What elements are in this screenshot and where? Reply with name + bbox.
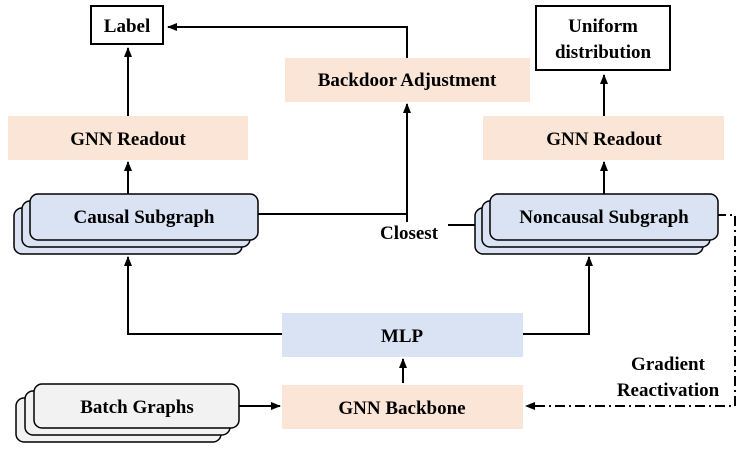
noncausal-subgraph-text: Noncausal Subgraph	[519, 207, 689, 228]
gnn-readout-left-node: GNN Readout	[8, 116, 248, 160]
uniform-distribution-node: Uniform distribution	[535, 5, 671, 71]
causal-subgraph-text: Causal Subgraph	[74, 207, 215, 228]
gnn-readout-right-text: GNN Readout	[546, 129, 662, 150]
gradient-text-line2: Reactivation	[617, 380, 720, 401]
backdoor-text: Backdoor Adjustment	[318, 70, 497, 91]
closest-label: Closest	[370, 222, 448, 244]
mlp-node: MLP	[282, 313, 523, 357]
gradient-reactivation-label: Gradient Reactivation	[606, 350, 730, 402]
connectors	[124, 23, 736, 410]
batch-graphs-stack: Batch Graphs	[15, 383, 240, 443]
arrow-mlp-to-noncausal	[523, 256, 593, 335]
mlp-text: MLP	[381, 326, 424, 347]
label-text: Label	[104, 16, 150, 37]
closest-text: Closest	[380, 223, 439, 244]
batch-graphs-text: Batch Graphs	[80, 397, 194, 418]
arrow-mlp-to-causal	[124, 256, 282, 335]
gnn-readout-left-text: GNN Readout	[70, 129, 186, 150]
causal-subgraph-stack: Causal Subgraph	[13, 193, 259, 255]
arrow-gradient-reactivation	[525, 214, 736, 410]
uniform-text-line1: Uniform	[568, 16, 638, 37]
noncausal-subgraph-stack: Noncausal Subgraph	[474, 193, 719, 255]
arrow-backdoor-to-label	[167, 23, 408, 58]
gradient-text-line1: Gradient	[631, 354, 706, 375]
gnn-backbone-text: GNN Backbone	[338, 398, 465, 419]
gnn-readout-right-node: GNN Readout	[483, 116, 724, 160]
label-node: Label	[90, 5, 164, 45]
backdoor-adjustment-node: Backdoor Adjustment	[285, 58, 530, 102]
gnn-backbone-node: GNN Backbone	[282, 385, 523, 429]
uniform-text-line2: distribution	[555, 42, 652, 63]
